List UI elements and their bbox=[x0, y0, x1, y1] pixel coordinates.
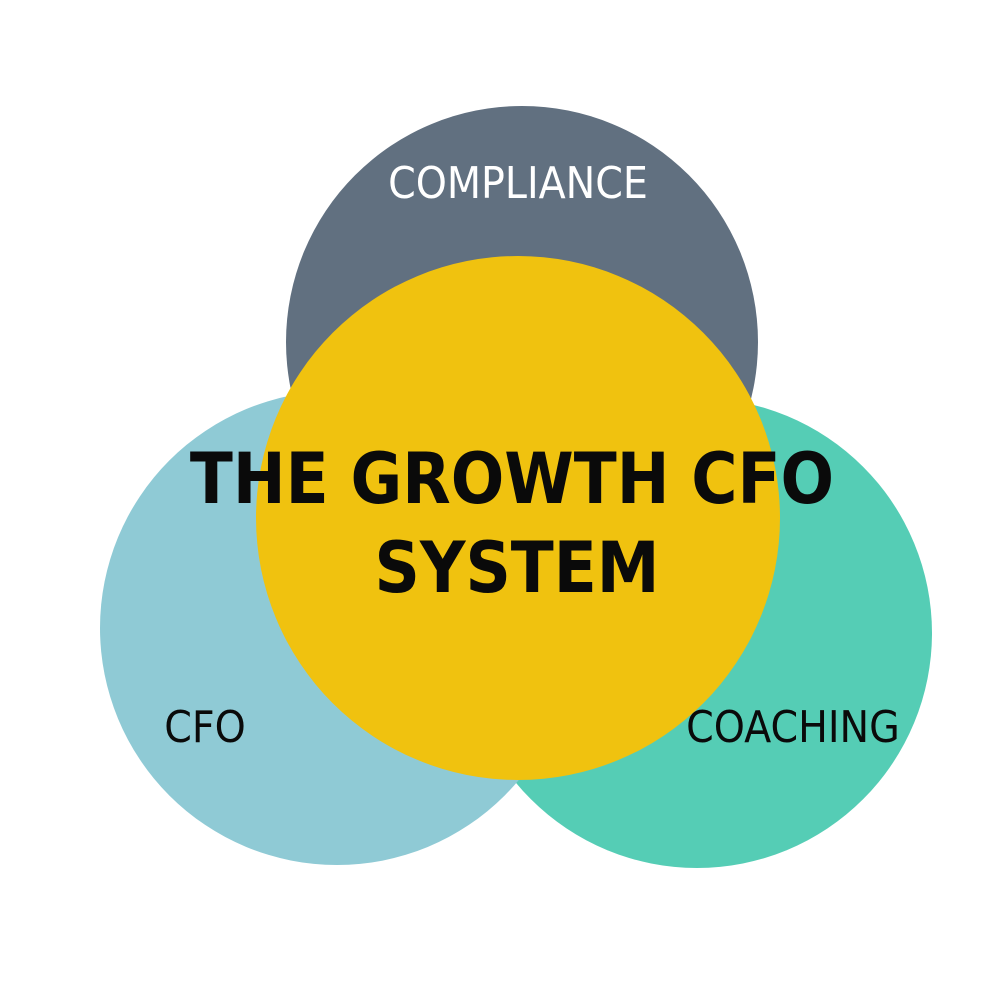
growth-cfo-system-circle bbox=[256, 256, 780, 780]
coaching-label: COACHING bbox=[686, 702, 900, 753]
center-title-line-1: THE GROWTH CFO bbox=[190, 438, 834, 520]
compliance-label: COMPLIANCE bbox=[388, 158, 648, 209]
cfo-label: CFO bbox=[164, 702, 246, 753]
center-title-line-2: SYSTEM bbox=[375, 527, 660, 609]
